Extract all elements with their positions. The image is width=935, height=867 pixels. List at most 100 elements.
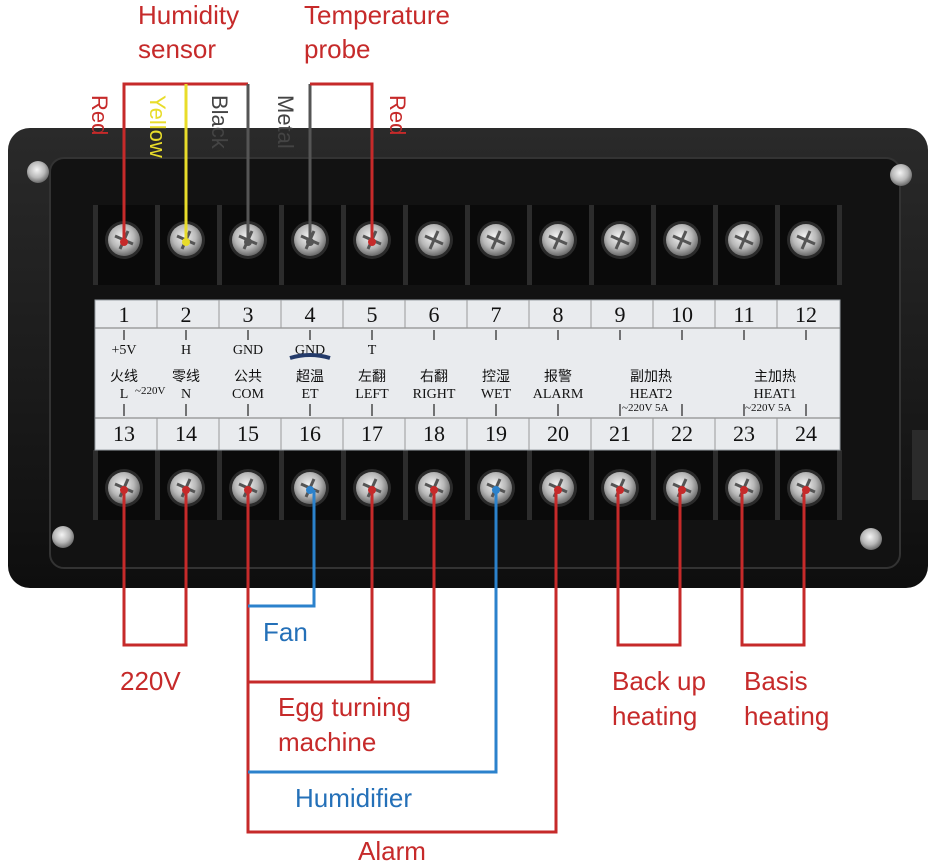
- bottom-terminal-cn: 右翻: [420, 369, 448, 385]
- bottom-terminal-number: 22: [671, 421, 693, 446]
- bottom-terminal-number: 23: [733, 421, 755, 446]
- humidity-sensor-label-2: sensor: [138, 34, 216, 64]
- top-terminal-number: 5: [367, 302, 378, 327]
- backup-heating-label-2: heating: [612, 701, 697, 731]
- mount-screw-icon: [52, 526, 74, 548]
- top-terminal-number: 4: [305, 302, 316, 327]
- heat2-voltage: ~220V 5A: [622, 402, 668, 414]
- bottom-terminal-cn: 公共: [234, 369, 262, 385]
- bottom-terminal-number: 14: [175, 421, 197, 446]
- top-terminal-number: 6: [429, 302, 440, 327]
- bottom-terminal-dividers: [93, 450, 842, 520]
- egg-turning-label-2: machine: [278, 727, 376, 757]
- top-screw-icon: [601, 221, 639, 259]
- wire-220v: [122, 490, 188, 647]
- bottom-terminal-cn: 主加热: [754, 369, 796, 385]
- basis-heating-label-1: Basis: [744, 666, 808, 696]
- bottom-terminal-number: 19: [485, 421, 507, 446]
- top-terminal-number: 8: [553, 302, 564, 327]
- wire-backup-heating: [616, 490, 682, 647]
- wire-color-metal: Metal: [273, 95, 298, 149]
- wire-egg-right: [372, 490, 436, 684]
- bottom-terminal-cn: 副加热: [630, 369, 672, 385]
- wire-color-red-1: Red: [87, 95, 112, 135]
- top-terminal-number: 12: [795, 302, 817, 327]
- bottom-terminal-en: HEAT2: [630, 387, 673, 402]
- bottom-screw-icon: [105, 469, 143, 507]
- bottom-terminal-number: 15: [237, 421, 259, 446]
- bottom-screw-icon: [477, 469, 515, 507]
- wire-red-temp: [310, 82, 374, 240]
- top-terminal-number: 10: [671, 302, 693, 327]
- top-screw-icon: [539, 221, 577, 259]
- top-terminal-dividers: [93, 205, 842, 285]
- fan-label: Fan: [263, 617, 308, 647]
- bottom-terminal-en: ET: [301, 387, 319, 402]
- top-terminal-number: 9: [615, 302, 626, 327]
- top-terminal-signal: T: [368, 343, 377, 358]
- bottom-screw-icon: [291, 469, 329, 507]
- bottom-terminal-cn: 左翻: [358, 369, 386, 385]
- bottom-screw-icon: [415, 469, 453, 507]
- ln-voltage: ~220V: [135, 385, 165, 397]
- bottom-terminal-number: 20: [547, 421, 569, 446]
- bottom-terminal-en: HEAT1: [754, 387, 797, 402]
- sensor-wiring: [122, 82, 374, 240]
- bottom-screw-icon: [663, 469, 701, 507]
- egg-turning-label-1: Egg turning: [278, 692, 411, 722]
- bottom-terminal-number: 18: [423, 421, 445, 446]
- bottom-terminal-cn: 火线: [110, 369, 138, 385]
- bottom-screw-icon: [229, 469, 267, 507]
- bottom-terminal-en: ALARM: [533, 387, 584, 402]
- wire-fan: [248, 490, 316, 608]
- top-terminal-number: 2: [181, 302, 192, 327]
- top-screw-icon: [415, 221, 453, 259]
- top-terminal-signal: H: [181, 343, 191, 358]
- mount-screw-icon: [860, 528, 882, 550]
- side-latch: [912, 430, 928, 500]
- bottom-screw-icon: [539, 469, 577, 507]
- bottom-terminal-cn: 报警: [544, 369, 572, 385]
- wire-color-yellow: Yellow: [145, 95, 170, 158]
- temperature-probe-label-1: Temperature: [304, 0, 450, 30]
- bottom-terminal-number: 13: [113, 421, 135, 446]
- bottom-terminal-en: WET: [481, 387, 512, 402]
- wire-color-red-2: Red: [385, 95, 410, 135]
- corner-screws: [27, 161, 912, 550]
- top-terminal-signal: GND: [233, 343, 263, 358]
- mount-screw-icon: [27, 161, 49, 183]
- wire-basis-heating: [740, 490, 806, 647]
- humidifier-label: Humidifier: [295, 783, 412, 813]
- bottom-terminal-cn: 控湿: [482, 369, 510, 385]
- bottom-screw-icon: [787, 469, 825, 507]
- mount-screw-icon: [890, 164, 912, 186]
- basis-heating-label-2: heating: [744, 701, 829, 731]
- bottom-screw-icon: [167, 469, 205, 507]
- wire-com-alarm: [246, 490, 558, 834]
- bottom-screw-icon: [725, 469, 763, 507]
- power-220v-label: 220V: [120, 666, 181, 696]
- bottom-screw-icon: [601, 469, 639, 507]
- top-terminal-signal: +5V: [111, 343, 136, 358]
- bottom-terminal-en: L: [120, 387, 129, 402]
- top-screw-icon: [787, 221, 825, 259]
- heat1-voltage: ~220V 5A: [745, 402, 791, 414]
- bottom-screws: [105, 469, 825, 507]
- bottom-terminal-en: N: [181, 387, 191, 402]
- bottom-terminal-number: 21: [609, 421, 631, 446]
- top-screw-icon: [477, 221, 515, 259]
- backup-heating-label-1: Back up: [612, 666, 706, 696]
- bottom-terminal-en: RIGHT: [413, 387, 456, 402]
- bottom-terminal-cn: 零线: [172, 369, 200, 385]
- output-wiring: [122, 490, 806, 834]
- marker-scribble: [289, 353, 331, 360]
- humidity-sensor-label-1: Humidity: [138, 0, 239, 30]
- bottom-terminal-number: 16: [299, 421, 321, 446]
- alarm-label: Alarm: [358, 836, 426, 866]
- top-screw-icon: [725, 221, 763, 259]
